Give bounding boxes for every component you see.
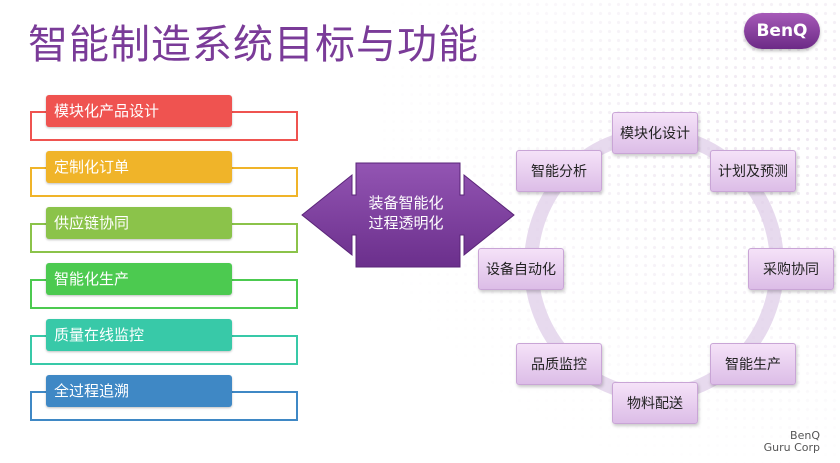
goal-bar: 定制化订单 [46, 151, 232, 183]
cycle-node-smart-analysis: 智能分析 [516, 150, 602, 192]
cycle-node-quality-monitoring: 品质监控 [516, 343, 602, 385]
double-arrow-icon [301, 162, 515, 268]
center-label-line2: 过程透明化 [368, 214, 444, 232]
goal-bar: 全过程追溯 [46, 375, 232, 407]
goal-bar: 供应链协同 [46, 207, 232, 239]
cycle-node-procurement: 采购协同 [748, 248, 834, 290]
benq-logo: BenQ [744, 13, 820, 49]
corp-footer: BenQ Guru Corp [764, 430, 820, 454]
corp-line1: BenQ [790, 429, 820, 442]
center-label: 装备智能化 过程透明化 [356, 193, 456, 233]
corp-line2: Guru Corp [763, 441, 820, 454]
goal-bar: 模块化产品设计 [46, 95, 232, 127]
cycle-node-equipment-automation: 设备自动化 [478, 248, 564, 290]
center-label-line1: 装备智能化 [368, 194, 444, 212]
cycle-node-planning-forecast: 计划及预测 [710, 150, 796, 192]
goal-bar: 质量在线监控 [46, 319, 232, 351]
cycle-node-smart-production: 智能生产 [710, 343, 796, 385]
goal-bar: 智能化生产 [46, 263, 232, 295]
page-title: 智能制造系统目标与功能 [28, 22, 479, 68]
cycle-node-material-delivery: 物料配送 [612, 382, 698, 424]
cycle-node-modular-design: 模块化设计 [612, 112, 698, 154]
